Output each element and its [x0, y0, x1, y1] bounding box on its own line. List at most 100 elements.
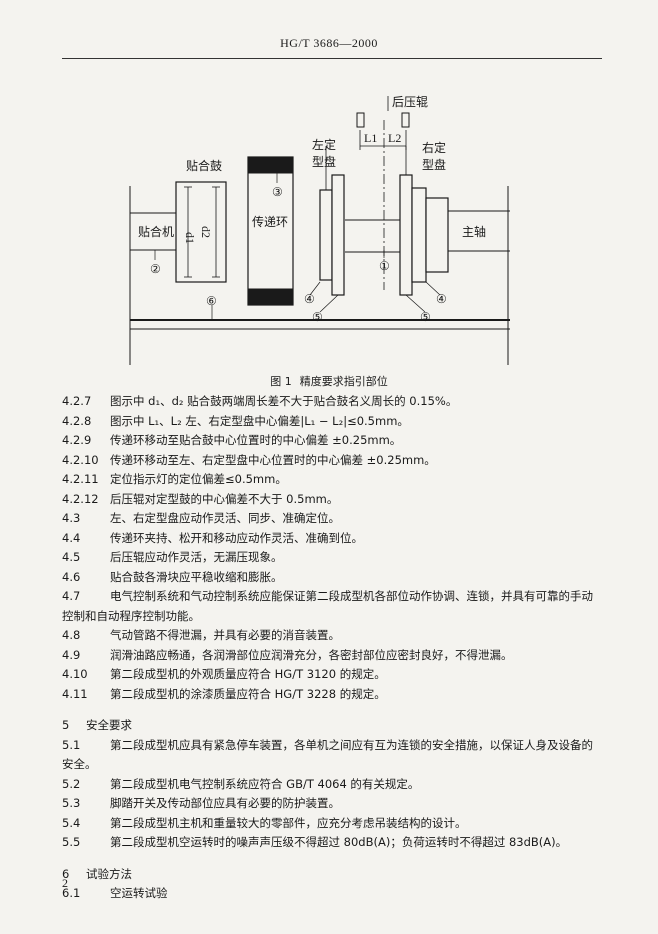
clause-number: 4.2.8 — [62, 413, 92, 428]
section-heading-6: 6 试验方法 — [62, 865, 602, 885]
clause-text: 脚踏开关及传动部位应具有必要的防护装置。 — [110, 796, 340, 810]
clause-number: 4.2.11 — [62, 472, 99, 486]
clause-text: 润滑油路应畅通，各润滑部位应润滑充分，各密封部位应密封良好，不得泄漏。 — [110, 647, 513, 662]
left-forming-disc — [319, 174, 345, 296]
precision-diagram: 贴合机 d1 d2 贴合鼓 传递环 主轴 — [129, 95, 510, 365]
marker-2: ② — [150, 262, 161, 276]
figure-title: 精度要求指引部位 — [299, 375, 388, 388]
clause-6-1: 6.1 空运转试验 — [62, 884, 602, 904]
clause: 4.10 第二段成型机的外观质量应符合 HG/T 3120 的规定。 — [62, 665, 602, 685]
clause-number: 4.2.9 — [62, 433, 92, 447]
clause-text: 传递环移动至左、右定型盘中心位置时的中心偏差 ±0.25mm。 — [110, 452, 436, 467]
base-rail — [129, 186, 510, 365]
clause-number: 5.1 — [62, 737, 81, 752]
clause-text: 传递环移动至贴合鼓中心位置时的中心偏差 ±0.25mm。 — [110, 433, 402, 447]
page-number: 2 — [62, 876, 68, 890]
l1-label: L1 — [364, 131, 377, 145]
clause: 5.4 第二段成型机主机和重量较大的零部件，应充分考虑吊装结构的设计。 — [62, 814, 602, 834]
clause-list-b: 4.8 气动管路不得泄漏，并具有必要的消音装置。 4.9 润滑油路应畅通，各润滑部位… — [62, 626, 602, 704]
body-text: 4.2.7 图示中 d₁、d₂ 贴合鼓两端周长差不大于贴合鼓名义周长的 0.15%… — [62, 392, 602, 904]
marker-5-left: ⑤ — [312, 310, 323, 324]
marker-leaders — [154, 173, 441, 320]
clause-number: 4.8 — [62, 628, 81, 642]
clause-text: 第二段成型机电气控制系统应符合 GB/T 4064 的有关规定。 — [110, 776, 420, 791]
clause-text: 第二段成型机应具有紧急停车装置，各单机之间应有互为连锁的安全措施，以保证人身及设… — [62, 737, 593, 772]
marker-4-left: ④ — [304, 292, 315, 306]
d1-label: d1 — [183, 232, 197, 244]
l2-label: L2 — [388, 131, 401, 145]
clause: 4.2.11 定位指示灯的定位偏差≤0.5mm。 — [62, 470, 602, 490]
marker-3: ③ — [272, 185, 283, 199]
clause-text: 定位指示灯的定位偏差≤0.5mm。 — [110, 472, 287, 486]
clause-text: 图示中 L₁、L₂ 左、右定型盘中心偏差|L₁ − L₂|≤0.5mm。 — [110, 413, 409, 428]
clause-number: 4.2.10 — [62, 452, 99, 467]
clause-text: 第二段成型机的外观质量应符合 HG/T 3120 的规定。 — [110, 667, 386, 681]
clause: 4.2.8 图示中 L₁、L₂ 左、右定型盘中心偏差|L₁ − L₂|≤0.5mm… — [62, 412, 602, 432]
d2-label: d2 — [199, 226, 213, 238]
clause-text: 左、右定型盘应动作灵活、同步、准确定位。 — [110, 511, 340, 525]
clause-text: 传递环夹持、松开和移动应动作灵活、准确到位。 — [110, 530, 363, 545]
section-number: 5 — [62, 718, 70, 732]
clause-number: 4.5 — [62, 550, 81, 564]
clause-number: 4.9 — [62, 647, 81, 662]
clause: 4.9 润滑油路应畅通，各润滑部位应润滑充分，各密封部位应密封良好，不得泄漏。 — [62, 646, 602, 666]
header-rule — [62, 58, 602, 59]
figure-number: 图 1 — [270, 375, 292, 388]
l1-l2-dimension — [325, 130, 407, 190]
clause: 4.2.9 传递环移动至贴合鼓中心位置时的中心偏差 ±0.25mm。 — [62, 431, 602, 451]
clause-number: 6.1 — [62, 886, 81, 900]
clause-list-a: 4.2.7 图示中 d₁、d₂ 贴合鼓两端周长差不大于贴合鼓名义周长的 0.15%… — [62, 392, 602, 587]
clause: 5.2 第二段成型机电气控制系统应符合 GB/T 4064 的有关规定。 — [62, 775, 602, 795]
clause: 5.5 第二段成型机空运转时的噪声声压级不得超过 80dB(A)；负荷运转时不得超… — [62, 833, 602, 853]
clause: 4.3 左、右定型盘应动作灵活、同步、准确定位。 — [62, 509, 602, 529]
section-title: 试验方法 — [86, 866, 132, 881]
clause-number: 4.4 — [62, 530, 81, 545]
clause-number: 5.3 — [62, 796, 81, 810]
transfer-ring — [247, 156, 294, 306]
clause: 4.4 传递环夹持、松开和移动应动作灵活、准确到位。 — [62, 529, 602, 549]
applier-shaft — [130, 212, 176, 251]
clause-number: 4.2.7 — [62, 394, 92, 408]
clause-number: 4.11 — [62, 686, 88, 701]
rear-roller-label: 后压辊 — [392, 95, 428, 109]
marker-6: ⑥ — [206, 294, 217, 308]
clause-text: 第二段成型机空运转时的噪声声压级不得超过 80dB(A)；负荷运转时不得超过 8… — [110, 835, 568, 849]
section-heading-5: 5 安全要求 — [62, 716, 602, 736]
left-disc-label-1: 左定 — [312, 137, 336, 152]
section-title: 安全要求 — [86, 718, 132, 732]
main-shaft-label: 主轴 — [462, 224, 486, 239]
clause: 4.5 后压辊应动作灵活，无漏压现象。 — [62, 548, 602, 568]
clause-text: 第二段成型机主机和重量较大的零部件，应充分考虑吊装结构的设计。 — [110, 815, 467, 830]
left-disc-label-2: 型盘 — [312, 154, 336, 169]
clause-text: 后压辊应动作灵活，无漏压现象。 — [110, 550, 283, 564]
clause-text: 空运转试验 — [110, 886, 168, 900]
main-shaft — [345, 210, 510, 253]
transfer-ring-label: 传递环 — [252, 214, 288, 229]
drum-label: 贴合鼓 — [186, 158, 222, 173]
right-disc-label-2: 型盘 — [422, 157, 446, 172]
clause: 5.3 脚踏开关及传动部位应具有必要的防护装置。 — [62, 794, 602, 814]
clause-number: 4.6 — [62, 569, 81, 584]
marker-1: ① — [379, 259, 390, 273]
clause-text: 电气控制系统和气动控制系统应能保证第二段成型机各部位动作协调、连锁，并具有可靠的… — [62, 589, 593, 623]
clause-number: 4.3 — [62, 511, 81, 525]
clause-text: 第二段成型机的涂漆质量应符合 HG/T 3228 的规定。 — [110, 686, 386, 701]
clause-number: 4.7 — [62, 589, 81, 603]
clause-text: 贴合鼓各滑块应平稳收缩和膨胀。 — [110, 569, 283, 584]
drum — [175, 181, 227, 283]
clause-number: 4.10 — [62, 667, 88, 681]
figure-caption: 图 1 精度要求指引部位 — [0, 373, 658, 389]
clause-number: 5.5 — [62, 835, 81, 849]
clause-text: 后压辊对定型鼓的中心偏差不大于 0.5mm。 — [110, 491, 339, 506]
clause: 4.11 第二段成型机的涂漆质量应符合 HG/T 3228 的规定。 — [62, 685, 602, 705]
clause-text: 图示中 d₁、d₂ 贴合鼓两端周长差不大于贴合鼓名义周长的 0.15%。 — [110, 394, 458, 408]
rear-rollers — [356, 112, 410, 128]
clause-number: 5.4 — [62, 815, 81, 830]
clause-text: 气动管路不得泄漏，并具有必要的消音装置。 — [110, 628, 340, 642]
section-number: 6 — [62, 866, 70, 881]
clause-number: 5.2 — [62, 776, 81, 791]
